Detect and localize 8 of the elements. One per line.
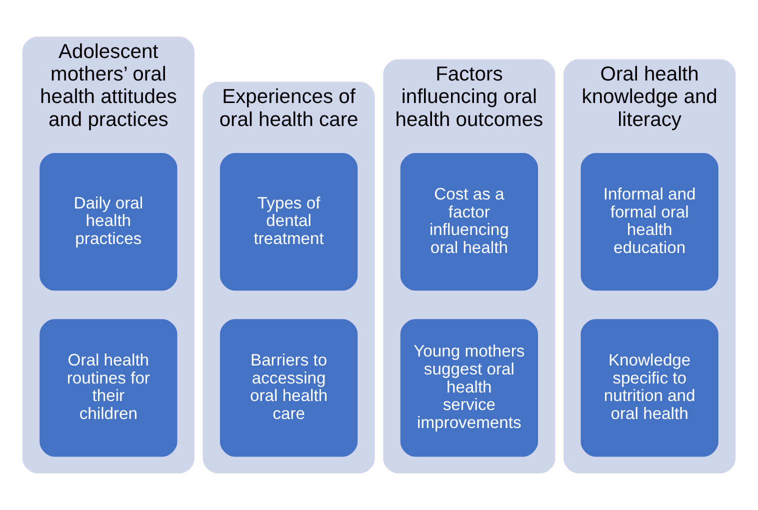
- node-box: Types of dental treatment: [220, 152, 358, 291]
- node-box: Daily oral health practices: [40, 152, 178, 291]
- node-box: Cost as a factor influencing oral health: [400, 152, 538, 291]
- node-box: Barriers to accessing oral health care: [220, 319, 358, 457]
- node-box: Young mothers suggest oral health service improvements: [400, 319, 538, 457]
- node-box: Informal and formal oral health education: [580, 152, 718, 291]
- node-box: Oral health routines for their children: [40, 319, 178, 457]
- node-box: Knowledge specific to nutrition and oral health: [580, 319, 718, 457]
